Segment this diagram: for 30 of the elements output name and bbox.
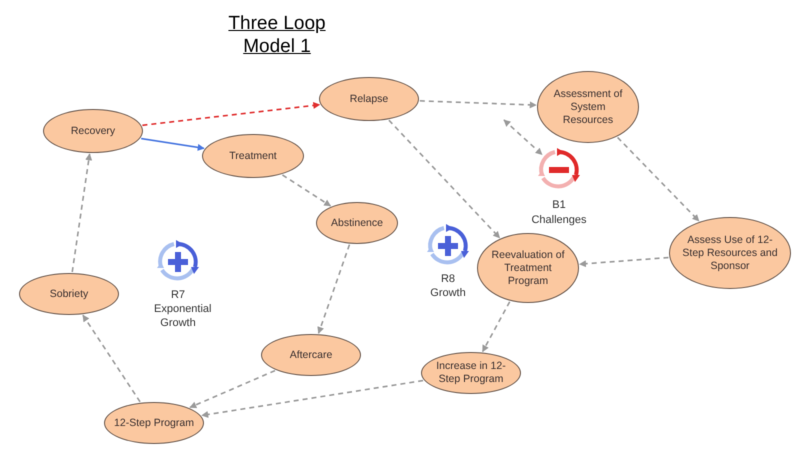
loop-label: B1 Challenges [530,198,588,228]
node-label: Increase in 12-Step Program [435,360,507,386]
node-label: Abstinence [331,216,383,230]
arrow [388,120,500,238]
node-label: Treatment [229,150,277,162]
title: Three Loop Model 1 [227,12,327,58]
node-label: Assessment of System Resources [552,88,624,126]
arrow [503,119,543,156]
arrow [317,244,350,334]
variable-ellipse [104,402,204,444]
arrow [141,138,205,151]
node-label: Aftercare [290,348,332,362]
node-label: Sobriety [50,288,88,300]
node-label: Relapse [350,92,388,106]
arrow [420,100,537,108]
arrow [482,301,510,352]
arrow [189,370,276,408]
loop-label: R8 Growth [429,272,467,300]
node-label: Recovery [70,124,116,138]
arrow [282,174,332,207]
node-label: Reevaluation of Treatment Program [490,248,566,288]
arrow [71,153,92,272]
node-label: 12-Step Program [114,416,194,430]
arrow [82,314,141,402]
arrow [201,380,424,418]
arrow [617,136,700,222]
loop-label: R7 Exponential Growth [153,288,212,330]
arrow [142,102,320,126]
arrow [579,256,669,268]
node-label: Assess Use of 12-Step Resources and Sponsor [681,234,779,272]
